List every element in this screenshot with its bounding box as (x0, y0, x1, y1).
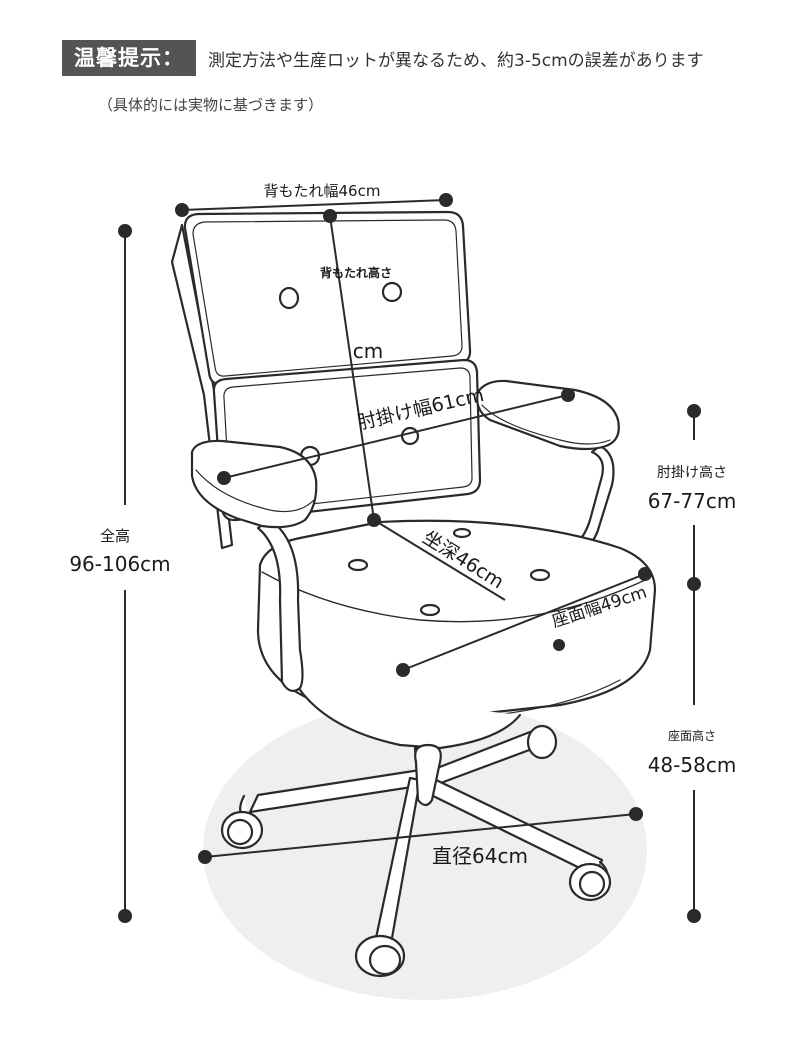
total-height-value: 96-106cm (69, 552, 170, 576)
chair-illustration (170, 210, 657, 978)
notice-bar: 温馨提示： 測定方法や生産ロットが異なるため、約3-5cmの誤差があります (62, 40, 704, 76)
notice-subnote: （具体的には実物に基づきます） (98, 96, 324, 114)
backrest-height-label: 背もたれ高さ (320, 265, 392, 280)
base-diameter-label: 直径64cm (432, 844, 528, 868)
notice-text: 測定方法や生産ロットが異なるため、約3-5cmの誤差があります (208, 50, 704, 71)
armrest-height-label: 肘掛け高さ (657, 464, 727, 481)
seat-height-label: 座面高さ (668, 728, 716, 743)
total-height-label: 全高 (100, 527, 130, 545)
notice-badge: 温馨提示： (62, 40, 196, 76)
measurement-lines (118, 193, 701, 923)
backrest-width-label: 背もたれ幅46cm (264, 182, 381, 200)
seat-height-value: 48-58cm (648, 753, 737, 777)
armrest-height-value: 67-77cm (648, 489, 737, 513)
floor-shadow (203, 700, 647, 1000)
backrest-height-value: cm (353, 339, 383, 363)
